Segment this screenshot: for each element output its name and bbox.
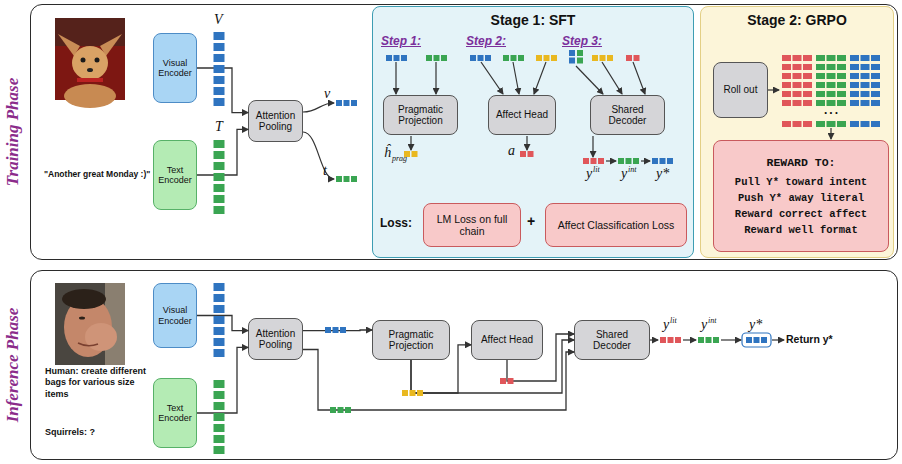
node-text: Pragmatic Projection [387,104,454,127]
module-box: Shared Decoder [574,320,650,360]
node-text: Text Encoder [157,403,193,424]
node-text: Attention Pooling [252,328,299,351]
node-text: Attention Pooling [252,110,299,133]
superscript: int [708,316,716,325]
ellipsis: ... [824,104,840,116]
node-text: Shared Decoder [594,104,661,127]
input-text: Human: create different bags for various… [45,366,153,400]
pooling-box: Attention Pooling [248,100,303,142]
superscript: lit [670,316,677,325]
node-text: Pragmatic Projection [376,329,446,352]
pooling-box: Attention Pooling [248,318,303,360]
symbol-label: t [323,163,327,179]
connector-arrow [507,334,574,381]
connector-arrow [197,347,248,413]
node-text: Text Encoder [157,165,193,186]
connector-arrow [197,68,248,113]
module-box: Affect Head [488,95,556,135]
loss-box: LM Loss on full chain [423,203,521,247]
symbol-label: ĥ [384,145,391,161]
superscript: lit [593,165,600,174]
node-text: Reward correct affect [735,208,867,220]
output-label: Return y* [786,334,833,345]
node-text: Reward well format [744,224,857,236]
symbol-label: y [586,166,592,182]
connector-arrow [411,345,471,393]
module-box: Affect Head [471,320,543,360]
encoder-box: Text Encoder [153,378,197,448]
rollout-box: Roll out [713,62,768,118]
node-text: REWARD TO: [766,156,835,169]
step-label: Step 3: [562,34,602,48]
node-text: Visual Encoder [157,305,193,326]
node-text: Stage 1: SFT [373,12,693,28]
node-text: LM Loss on full chain [430,213,514,237]
step-label: Step 2: [466,34,506,48]
node-text: Stage 2: GRPO [701,12,893,28]
phase-panel: Training PhaseVisual EncoderText Encoder… [30,4,898,260]
input-text: "Another great Monday :)" [44,170,150,179]
subscript: prag [392,154,407,163]
node-text: Affect Head [496,109,548,121]
phase-panel: Inference PhaseVisual EncoderText Encode… [30,270,898,460]
symbol-label: y [663,317,669,333]
loss-box: Affect Classification Loss [545,203,687,247]
encoder-box: Visual Encoder [153,33,197,103]
symbol-label: a [508,143,515,159]
input-text: Squirrels: ? [45,427,153,438]
encoder-box: Visual Encoder [153,283,197,348]
node-text: Inference Phase [3,308,23,423]
node-text: Shared Decoder [578,329,646,352]
symbol-label: y [701,317,707,333]
symbol-label: v [324,86,330,102]
loss-label: Loss: [380,217,412,229]
symbol-label: T [215,119,223,135]
symbol-label: y [621,166,627,182]
node-text: Training Phase [3,78,23,186]
module-box: Pragmatic Projection [383,95,458,135]
connector-arrow [411,340,574,393]
node-text: Push Y* away literal [738,192,864,204]
node-text: Affect Classification Loss [558,219,675,231]
encoder-box: Text Encoder [153,140,197,210]
node-text: Roll out [724,84,758,96]
superscript: int [628,165,636,174]
node-text: Affect Head [481,334,533,346]
node-text: Pull Y* toward intent [735,176,867,188]
connector-arrow [303,350,574,411]
connector-arrow [303,329,372,331]
module-box: Pragmatic Projection [372,320,450,360]
module-box: Shared Decoder [590,95,665,135]
node-text: Visual Encoder [157,58,193,79]
symbol-label: V [214,12,223,28]
connector-arrow [197,129,248,175]
reward-box: REWARD TO: Pull Y* toward intentPush Y* a… [713,140,889,252]
plus-sign: + [527,214,535,228]
stage-panel: Stage 2: GRPO Roll outREWARD TO: Pull Y* t… [700,6,894,258]
symbol-label: y* [656,166,669,182]
step-label: Step 1: [381,34,421,48]
symbol-label: y* [749,317,762,333]
connector-arrow [197,316,248,331]
